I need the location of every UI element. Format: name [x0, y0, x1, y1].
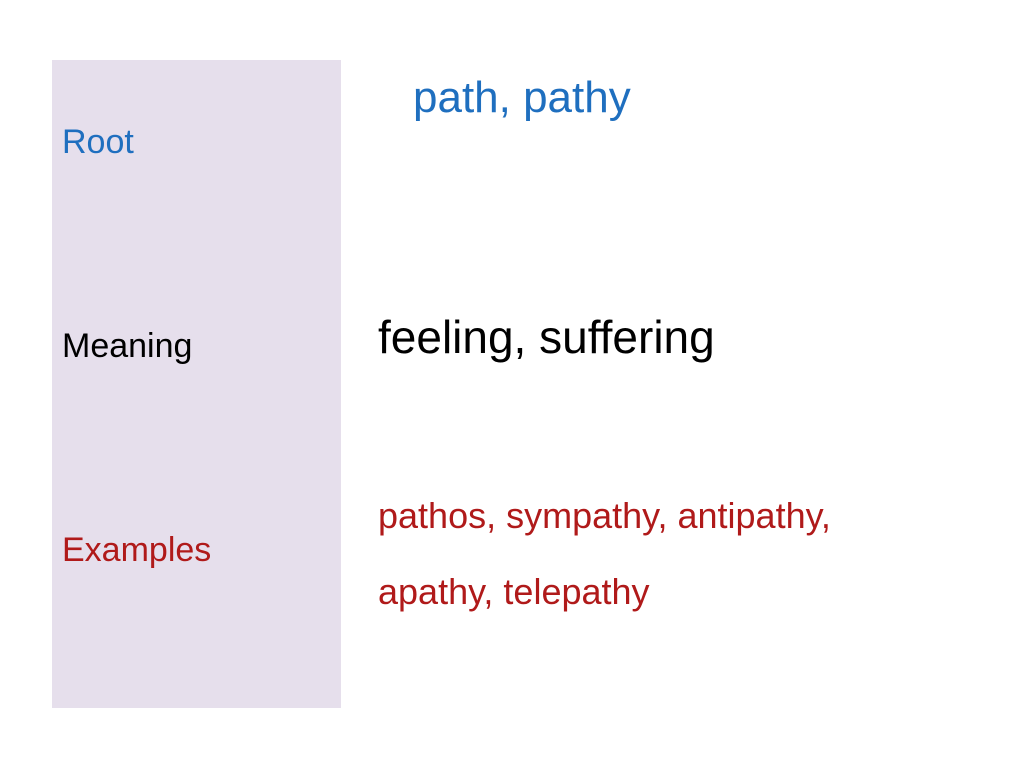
root-value: path, pathy [413, 73, 631, 122]
examples-line-1: pathos, sympathy, antipathy, [378, 495, 831, 536]
examples-label: Examples [62, 531, 212, 569]
examples-line-2: apathy, telepathy [378, 571, 650, 612]
meaning-value: feeling, suffering [378, 311, 715, 363]
root-label: Root [62, 123, 134, 161]
examples-value: pathos, sympathy, antipathy, apathy, tel… [378, 478, 831, 630]
label-panel: Root Meaning Examples [52, 60, 341, 708]
meaning-label: Meaning [62, 327, 193, 365]
